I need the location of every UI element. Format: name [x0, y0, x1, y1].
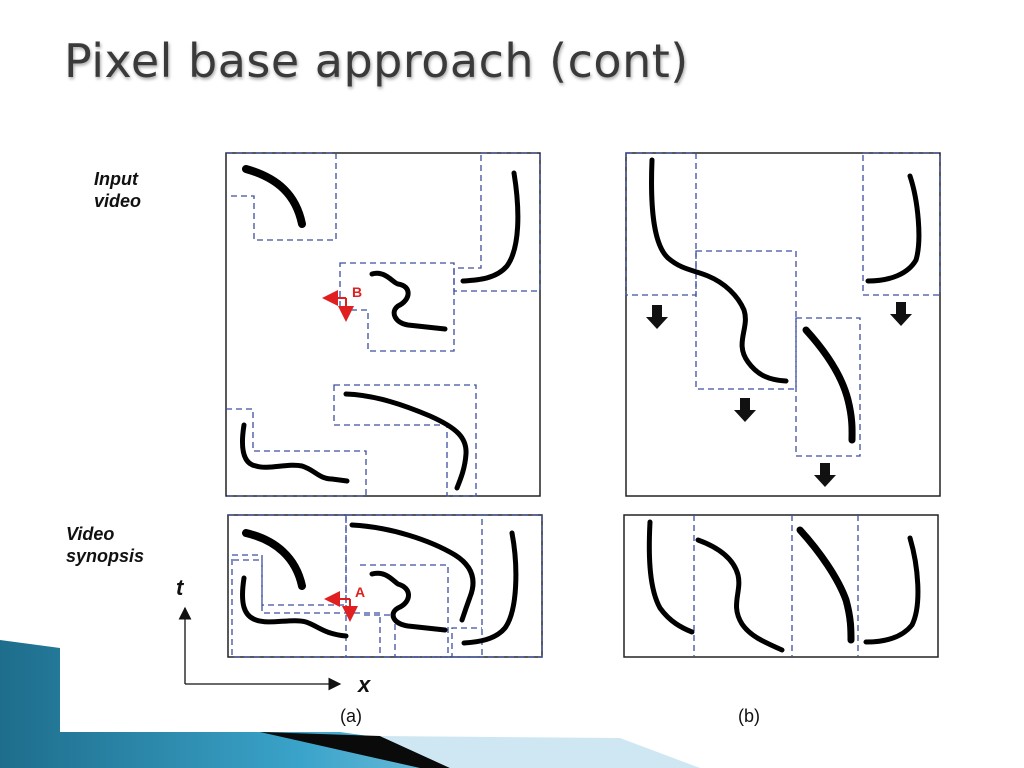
video-synopsis-label-line1: Video [66, 524, 115, 544]
b-box-3 [795, 317, 861, 457]
synopsis-traj-2 [349, 522, 476, 623]
trajectory-a1 [242, 165, 306, 228]
shift-arrow-3 [814, 463, 836, 487]
b-traj-3 [865, 173, 922, 284]
panel-a-trajectories [240, 165, 521, 491]
panel-a-input-video: B [225, 152, 541, 497]
dashed-box-br [333, 384, 477, 497]
panel-a-synopsis-trajectories [240, 522, 519, 646]
banner-light-stripe [380, 736, 700, 768]
shift-arrow-1 [646, 305, 668, 329]
synopsis-box-1 [228, 514, 347, 606]
axes: t x [176, 575, 371, 697]
dashed-box-tl [226, 152, 337, 241]
panel-b-synopsis-dashed-boxes [693, 515, 859, 657]
trajectory-a4 [240, 422, 350, 484]
caption-a: (a) [340, 706, 362, 726]
dashed-box-bl [226, 408, 367, 497]
input-video-label-line1: Input [94, 169, 138, 189]
marker-b-label: B [352, 284, 362, 300]
dashed-box-tr [453, 152, 541, 292]
video-synopsis-label-line2: synopsis [66, 546, 145, 566]
marker-a-label: A [355, 584, 365, 600]
b-syn-traj-4 [863, 535, 921, 645]
panel-b-dashed-boxes [625, 152, 941, 457]
panel-a-synopsis: A [227, 514, 543, 658]
panel-b-synopsis-frame [623, 514, 939, 658]
slide-title: Pixel base approach (cont) [64, 34, 689, 88]
x-axis-label: x [357, 672, 371, 697]
marker-a: A [324, 584, 365, 622]
input-video-label: Input video [94, 168, 141, 212]
dashed-box-mid [339, 262, 455, 352]
panel-b-input [625, 152, 941, 497]
synopsis-box-3 [451, 514, 543, 658]
b-traj-2 [802, 326, 856, 444]
synopsis-traj-5 [369, 570, 448, 633]
caption-b: (b) [738, 706, 760, 726]
b-syn-traj-3 [796, 526, 855, 644]
synopsis-box-5 [360, 564, 449, 658]
banner-dark-stripe [260, 732, 450, 768]
synopsis-traj-3 [461, 530, 519, 646]
panel-b-trajectories [649, 157, 922, 444]
b-traj-1 [649, 157, 789, 384]
trajectory-a2 [460, 170, 521, 284]
b-syn-traj-1 [646, 519, 695, 635]
banner-blue-shape [0, 640, 600, 768]
panel-b-shift-arrows [646, 302, 912, 487]
video-synopsis-label: Video synopsis [66, 523, 144, 567]
t-axis-label: t [176, 575, 185, 600]
synopsis-traj-1 [242, 529, 306, 590]
synopsis-traj-4 [240, 575, 349, 639]
b-box-1 [625, 152, 697, 296]
panel-a-input-frame [225, 152, 541, 497]
input-video-label-line2: video [94, 191, 142, 211]
panel-b-synopsis-trajectories [646, 519, 921, 653]
trajectory-a3 [369, 270, 448, 332]
shift-arrow-4 [890, 302, 912, 326]
panel-b-synopsis [623, 514, 939, 658]
marker-b: B [322, 284, 362, 322]
synopsis-box-4 [231, 554, 381, 658]
b-box-2 [695, 250, 797, 390]
shift-arrow-2 [734, 398, 756, 422]
b-syn-traj-2 [695, 537, 785, 653]
panel-a-dashed-boxes [226, 152, 541, 497]
panel-b-input-frame [625, 152, 941, 497]
trajectory-a5 [343, 391, 469, 491]
